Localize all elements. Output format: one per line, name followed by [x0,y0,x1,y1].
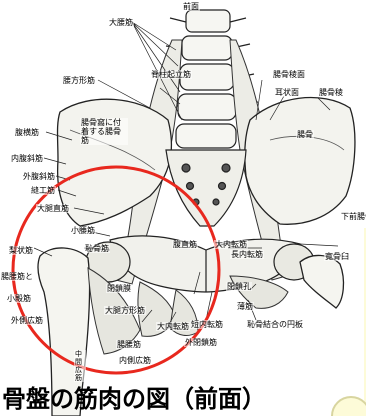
label-choyo-kin: 腸腰筋 [116,340,142,349]
label-naisoku-kokin: 内側広筋 [118,356,152,365]
label-yoho-kei-kin: 腰方形筋 [62,76,96,85]
label-chikotsu-ketsugo: 恥骨結合の円板 [246,320,304,329]
label-daitai-chokkin: 大腿直筋 [36,204,70,213]
caption: 骨盤の筋肉の図（前面） [2,384,266,414]
label-choyo-kin-to: 腸腰筋と [0,272,34,281]
label-shoyo-kin: 小腰筋 [70,226,96,235]
label-chukan-kokin: 中間広筋 [74,350,86,382]
label-daiyo-kin: 大腰筋 [108,18,134,27]
label-nai-fukushakin: 内腹斜筋 [10,154,44,163]
label-daitai-hokei-kin: 大腿方形筋 [104,306,146,315]
label-haku-kin: 薄筋 [236,302,254,311]
label-rijo-kin: 梨状筋 [8,246,34,255]
label-sho-den-kin: 小殿筋 [6,294,32,303]
label-gai-heisakin: 外閉鎖筋 [184,338,218,347]
label-gai-fukushakin: 外腹斜筋 [22,172,56,181]
top-label: 前面 [182,2,200,11]
label-jijo-men: 耳状面 [274,88,300,97]
label-chokotsu-ryo-men: 腸骨稜面 [272,70,306,79]
label-heisa-ko: 閉鎖孔 [226,282,252,291]
label-fuku-o-kin: 腹横筋 [14,128,40,137]
label-chokotsu-kin: 腸骨窩に付着する腸骨筋 [80,118,128,145]
label-tan-naitenkin: 短内転筋 [190,320,224,329]
label-kankotsu-kyu: 寛骨臼 [324,252,350,261]
label-cho-naitenkin: 長内転筋 [230,250,264,259]
label-chokotsu: 腸骨 [296,130,314,139]
label-dai-naitenkin-top: 大内転筋 [214,240,248,249]
label-gaisoku-kokin: 外側広筋 [10,316,44,325]
label-dai-naitenkin: 大内転筋 [156,322,190,331]
label-chokotsu-ryo: 腸骨稜 [318,88,344,97]
label-heisa-maku: 閉鎖膜 [106,284,132,293]
label-sekichu-kiritsu-kin: 脊柱起立筋 [150,70,192,79]
label-ka-zen-chokotsu-kyoku: 下前腸骨棘 [340,212,366,221]
label-fuku-choku-kin: 腹直筋 [172,240,198,249]
label-hoko-kin: 縫工筋 [30,186,56,195]
label-chikotsu-kin: 恥骨筋 [84,244,110,253]
